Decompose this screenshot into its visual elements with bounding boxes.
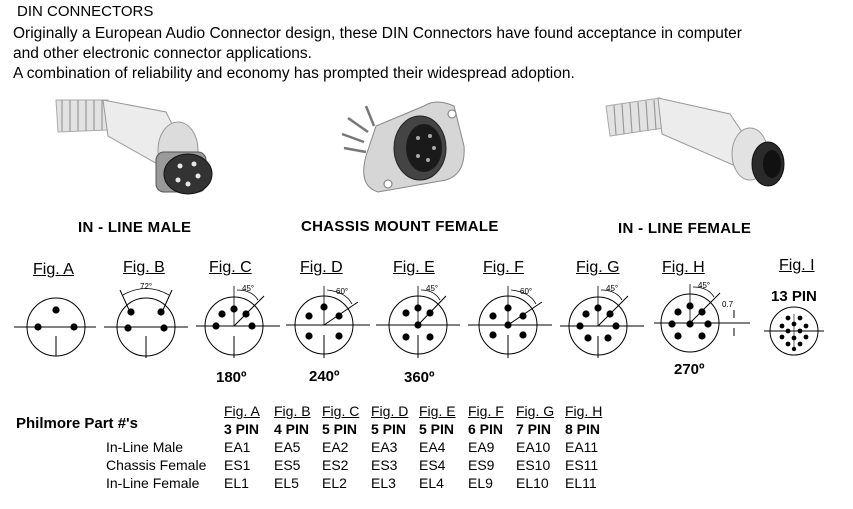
spread-180: 180º [216, 369, 247, 386]
spread-270: 270º [674, 361, 705, 378]
fig-h-label: Fig. H [662, 259, 705, 276]
part-numbers-heading: Philmore Part #'s [16, 415, 138, 432]
part-in-line-female: EL11 [565, 475, 597, 491]
column-fig: Fig. B [274, 403, 311, 419]
fig-b-diagram: 72° [104, 282, 188, 358]
fig-i-diagram [764, 306, 824, 356]
column-fig: Fig. F [468, 403, 504, 419]
fig-c-angle-mark: 45° [242, 284, 254, 293]
column-pins: 3 PIN [224, 421, 260, 437]
column-pins: 5 PIN [371, 421, 407, 437]
part-in-line-male: EA9 [468, 439, 495, 455]
part-column-fig-h: Fig. H 8 PIN EA11 ES11 EL11 [565, 402, 615, 492]
column-fig: Fig. A [224, 403, 260, 419]
row-label-in-line-female: In-Line Female [106, 475, 200, 491]
part-in-line-female: EL1 [224, 475, 249, 491]
spread-360: 360º [404, 369, 435, 386]
part-chassis-female: ES3 [371, 457, 398, 473]
part-chassis-female: ES1 [224, 457, 251, 473]
in-line-male-photo [55, 99, 213, 195]
part-in-line-male: EA10 [516, 439, 551, 455]
spread-240: 240º [309, 368, 340, 385]
part-chassis-female: ES10 [516, 457, 551, 473]
fig-e-angle-mark: 45° [426, 284, 438, 293]
part-in-line-female: EL3 [371, 475, 396, 491]
part-chassis-female: ES2 [322, 457, 349, 473]
part-column-fig-g: Fig. G 7 PIN EA10 ES10 EL10 [516, 402, 566, 492]
fig-b-label: Fig. B [123, 259, 165, 276]
fig-g-angle-mark: 45° [606, 284, 618, 293]
fig-g-label: Fig. G [576, 259, 620, 276]
fig-f-label: Fig. F [483, 259, 524, 276]
chassis-mount-female-photo [341, 101, 465, 193]
column-pins: 4 PIN [274, 421, 310, 437]
intro-line-2: and other electronic connector applicati… [13, 45, 312, 62]
part-in-line-female: EL4 [419, 475, 444, 491]
page-title: DIN CONNECTORS [17, 3, 154, 20]
fig-h-diagram: 45° 0.7 [654, 281, 750, 353]
fig-h-angle-mark: 45° [698, 281, 710, 290]
part-in-line-male: EA3 [371, 439, 398, 455]
intro-line-1: Originally a European Audio Connector de… [13, 25, 742, 42]
column-pins: 7 PIN [516, 421, 552, 437]
column-pins: 5 PIN [419, 421, 455, 437]
part-column-fig-a: Fig. A 3 PIN EA1 ES1 EL1 [224, 402, 274, 492]
product-label-in-line-female: IN - LINE FEMALE [618, 220, 752, 237]
intro-line-3: A combination of reliability and economy… [13, 65, 575, 82]
part-column-fig-b: Fig. B 4 PIN EA5 ES5 EL5 [274, 402, 324, 492]
fig-i-pin-count: 13 PIN [771, 288, 817, 305]
fig-a-diagram [14, 297, 96, 357]
column-fig: Fig. G [516, 403, 555, 419]
part-chassis-female: ES11 [565, 457, 599, 473]
part-in-line-male: EA5 [274, 439, 301, 455]
part-in-line-male: EA1 [224, 439, 251, 455]
fig-a-label: Fig. A [33, 261, 74, 278]
column-fig: Fig. D [371, 403, 409, 419]
part-in-line-female: EL9 [468, 475, 493, 491]
column-fig: Fig. H [565, 403, 603, 419]
part-chassis-female: ES5 [274, 457, 301, 473]
product-label-chassis-mount-female: CHASSIS MOUNT FEMALE [301, 218, 499, 235]
part-in-line-female: EL5 [274, 475, 299, 491]
fig-f-angle-mark: 60° [520, 287, 532, 296]
fig-d-label: Fig. D [300, 259, 343, 276]
part-column-fig-e: Fig. E 5 PIN EA4 ES4 EL4 [419, 402, 469, 492]
column-pins: 6 PIN [468, 421, 504, 437]
part-in-line-female: EL2 [322, 475, 347, 491]
fig-b-angle-mark: 72° [140, 282, 152, 291]
part-column-fig-f: Fig. F 6 PIN EA9 ES9 EL9 [468, 402, 518, 492]
row-label-in-line-male: In-Line Male [106, 439, 184, 455]
fig-h-dim-mark: 0.7 [722, 300, 734, 309]
part-in-line-male: EA11 [565, 439, 599, 455]
part-in-line-male: EA2 [322, 439, 349, 455]
part-in-line-female: EL10 [516, 475, 549, 491]
fig-e-diagram: 45° [376, 284, 460, 358]
fig-i-label: Fig. I [779, 257, 815, 274]
part-in-line-male: EA4 [419, 439, 446, 455]
column-fig: Fig. C [322, 403, 360, 419]
column-pins: 5 PIN [322, 421, 358, 437]
in-line-female-photo [605, 97, 785, 187]
fig-g-diagram: 45° [560, 284, 644, 358]
part-chassis-female: ES9 [468, 457, 495, 473]
column-fig: Fig. E [419, 403, 456, 419]
column-pins: 8 PIN [565, 421, 601, 437]
part-column-fig-d: Fig. D 5 PIN EA3 ES3 EL3 [371, 402, 421, 492]
fig-f-diagram: 60° [468, 286, 552, 358]
part-column-fig-c: Fig. C 5 PIN EA2 ES2 EL2 [322, 402, 372, 492]
part-chassis-female: ES4 [419, 457, 446, 473]
fig-c-label: Fig. C [209, 259, 252, 276]
fig-d-angle-mark: 60° [336, 287, 348, 296]
fig-d-diagram: 60° [286, 286, 370, 358]
fig-c-diagram: 45° [196, 284, 280, 358]
row-label-chassis-female: Chassis Female [106, 457, 207, 473]
fig-e-label: Fig. E [393, 259, 435, 276]
product-label-in-line-male: IN - LINE MALE [78, 219, 192, 236]
